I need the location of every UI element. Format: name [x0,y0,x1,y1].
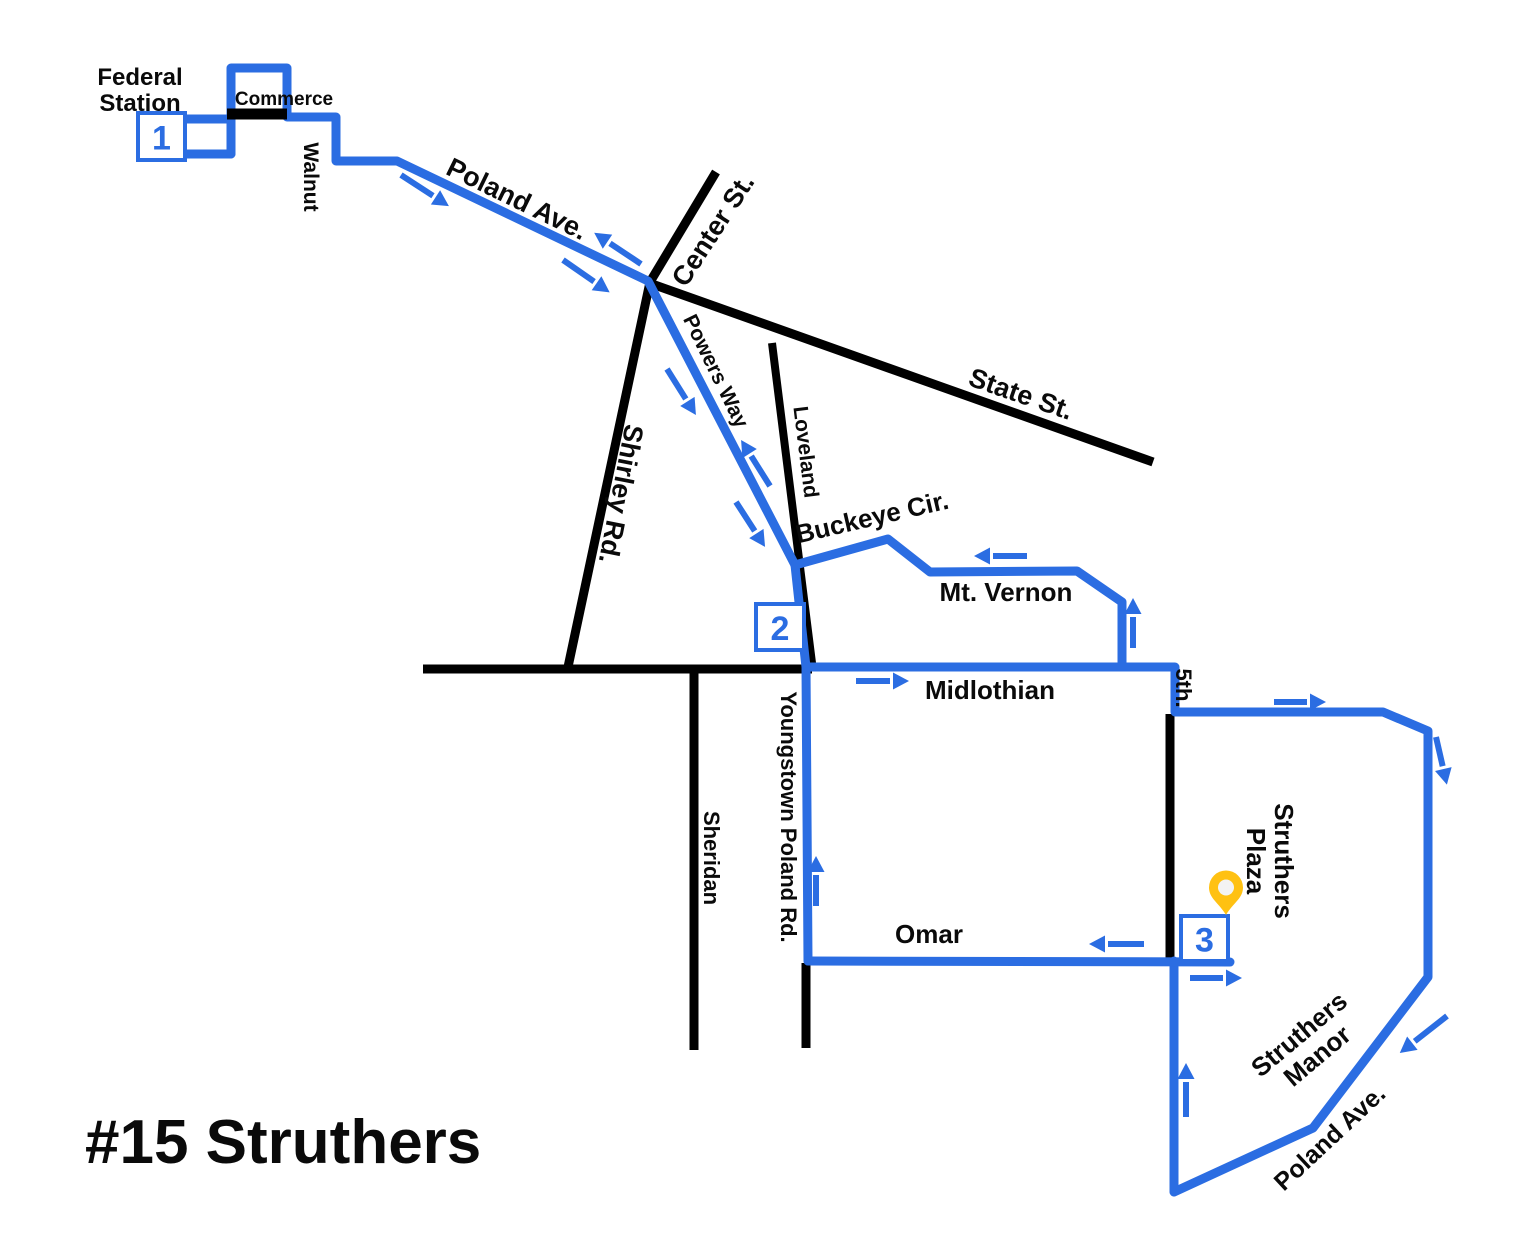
arrow-head [1089,935,1105,953]
label-midlothian: Midlothian [925,675,1055,705]
stop-box [1179,914,1230,963]
direction-arrow-midlothian-eastbound [856,672,909,690]
direction-arrow-powers-way-outbound-1 [664,367,696,416]
arrow-head [1435,767,1452,785]
direction-arrow-poland-ave-outbound-2 [561,257,610,293]
arrow-head [1177,1063,1195,1079]
direction-arrow-plaza-loop-eastbound [1274,693,1326,711]
arrow-shaft [733,500,758,533]
stop-number: 2 [771,610,790,648]
stop-marker-3: 3 [1179,914,1230,963]
stop-number: 3 [1195,922,1214,960]
stop-marker-2: 2 [754,602,806,652]
arrow-head [749,528,766,547]
arrow-head [807,856,825,872]
direction-arrow-manor-southwest [1399,1013,1449,1054]
route-segment-midlothian-struthers-loop [803,662,1433,1197]
direction-arrow-powers-way-inbound [741,439,773,488]
street-line-state-st [650,279,1155,467]
label-omar: Omar [895,919,963,949]
arrow-shaft [1433,736,1446,767]
label-commerce: Commerce [235,89,333,110]
arrow-head [680,396,696,416]
direction-arrow-loop-return-northbound [1177,1063,1195,1117]
arrow-head [1310,693,1326,711]
direction-arrow-powers-way-outbound-2 [733,500,766,547]
arrow-head [893,672,909,690]
label-youngstown-poland-rd: Youngstown Poland Rd. [777,691,802,942]
route-segment-buckeye-cir-mt-vernon [790,534,1127,672]
arrow-head [1399,1036,1418,1054]
label-sheridan: Sheridan [700,811,725,905]
street-line-shirley-rd [563,281,655,668]
route-segment-commerce-loop-walnut-poland-powers [226,63,800,570]
arrow-head [594,232,613,249]
location-pin-icon [1209,870,1243,915]
arrow-shaft [748,454,773,488]
direction-arrow-youngstown-northbound [807,856,825,906]
arrow-head [741,439,757,459]
stop-box [754,602,806,652]
label-walnut: Walnut [300,142,323,211]
arrow-shaft [561,257,596,285]
direction-arrow-poland-ave-outbound-1 [399,172,449,207]
direction-arrow-plaza-loop-southbound [1433,736,1452,785]
arrow-shaft [664,367,689,401]
arrow-head [974,547,990,565]
label-fifth: 5th. [1172,668,1197,707]
stop-marker-1: 1 [136,111,187,162]
arrow-head [1124,598,1142,614]
stop-number: 1 [152,120,171,158]
pin-hole [1218,879,1234,896]
direction-arrow-mt-vernon-leg-northbound [1124,598,1142,648]
arrow-head [591,276,610,293]
direction-arrow-poland-ave-inbound [594,232,643,267]
label-mt-vernon: Mt. Vernon [940,577,1073,607]
arrow-shaft [399,172,435,199]
arrow-head [430,190,449,207]
direction-arrow-omar-westbound [1089,935,1144,953]
arrow-head [1226,969,1242,987]
street-line-center-st [646,169,720,285]
arrow-shaft [1412,1013,1449,1044]
direction-arrow-mt-vernon-westbound [974,547,1027,565]
stop-box [136,111,187,162]
label-struthers-plaza: StruthersPlaza [1241,803,1299,919]
label-route-title: #15 Struthers [85,1108,481,1177]
direction-arrow-omar-eastbound [1190,969,1242,987]
route-segment-omar [803,956,1235,967]
arrow-shaft [608,240,643,267]
